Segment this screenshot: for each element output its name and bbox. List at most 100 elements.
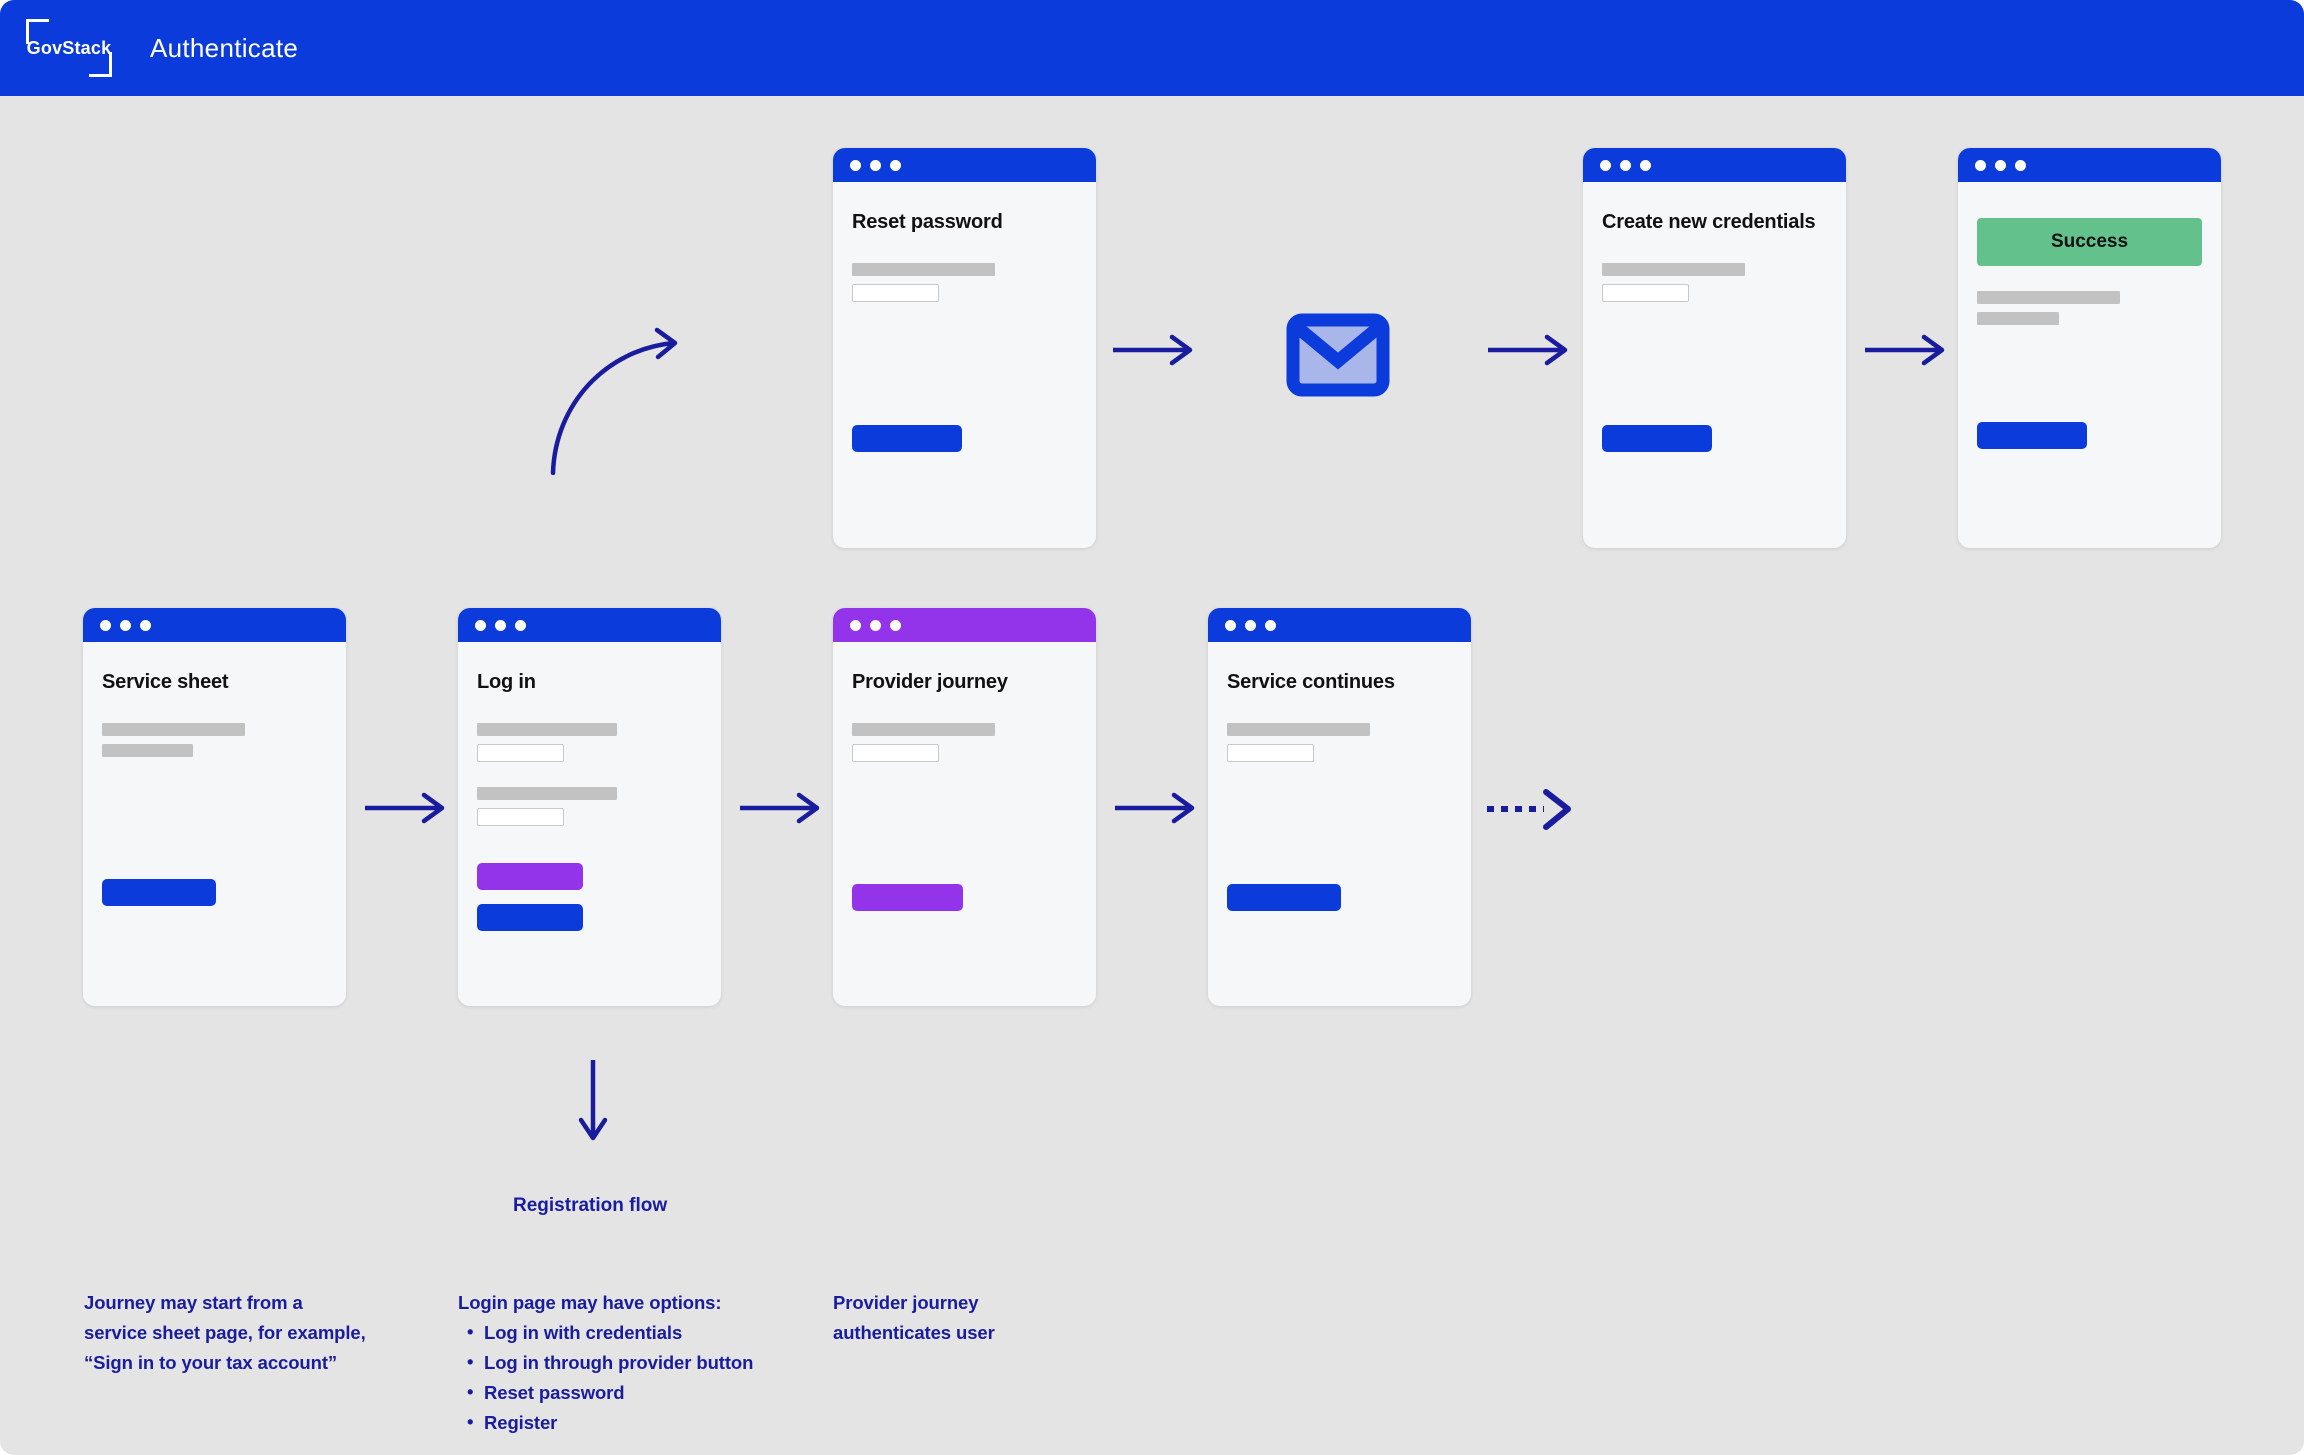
card-body: Log in (458, 642, 721, 931)
window-dot-icon (850, 619, 861, 631)
registration-flow-label: Registration flow (513, 1195, 668, 1216)
note-line: Provider journey (833, 1292, 979, 1313)
window-dot-icon (870, 619, 881, 631)
window-dot-icon (1995, 159, 2006, 171)
page-title: Authenticate (150, 32, 299, 63)
card-title: Log in (477, 671, 536, 693)
envelope-icon (1286, 310, 1390, 405)
field-label-placeholder (852, 723, 995, 736)
window-dot-icon (1225, 619, 1236, 631)
field-label-placeholder (477, 787, 617, 800)
govstack-logo: GovStack (26, 19, 112, 77)
window-dot-icon (475, 619, 486, 631)
window-dot-icon (1975, 159, 1986, 171)
arrow-service-sheet-to-login (362, 788, 450, 833)
note-line: Journey may start from a (84, 1292, 303, 1313)
arrow-login-to-provider-journey (737, 788, 825, 833)
window-dot-icon (2015, 159, 2026, 171)
text-line-placeholder (102, 744, 193, 757)
text-line-placeholder (1977, 312, 2059, 325)
text-input[interactable] (852, 744, 939, 762)
dashed-arrow-continue (1484, 786, 1580, 837)
primary-button[interactable] (1977, 422, 2087, 449)
primary-button[interactable] (852, 425, 962, 452)
card-titlebar (1958, 148, 2221, 182)
card-body: Create new credentials (1583, 182, 1846, 452)
note-journey-start: Journey may start from a service sheet p… (84, 1288, 414, 1378)
card-create-new-credentials[interactable]: Create new credentials (1583, 148, 1846, 548)
card-title: Reset password (852, 211, 1003, 233)
card-provider-journey[interactable]: Provider journey (833, 608, 1096, 1006)
note-line: “Sign in to your tax account” (84, 1351, 338, 1373)
card-title: Provider journey (852, 671, 1008, 693)
window-dot-icon (515, 619, 526, 631)
card-reset-password[interactable]: Reset password (833, 148, 1096, 548)
note-line: service sheet page, for example, (84, 1321, 366, 1343)
card-body: Provider journey (833, 642, 1096, 911)
text-input[interactable] (1227, 744, 1314, 762)
card-titlebar (83, 608, 346, 642)
window-dot-icon (1245, 619, 1256, 631)
primary-button[interactable] (1227, 884, 1341, 911)
username-input[interactable] (477, 744, 564, 762)
window-dot-icon (120, 619, 131, 631)
status-banner-success: Success (1977, 218, 2202, 266)
text-input[interactable] (852, 284, 939, 302)
field-label-placeholder (1227, 723, 1370, 736)
list-item: Log in through provider button (467, 1347, 838, 1378)
provider-login-button[interactable] (477, 863, 583, 890)
note-login-options: Login page may have options: Log in with… (458, 1288, 838, 1438)
field-label-placeholder (1602, 263, 1745, 276)
field-label-placeholder (477, 723, 617, 736)
card-success[interactable]: Success (1958, 148, 2221, 548)
logo-corner-bottom-right-icon (89, 52, 112, 77)
note-line: authenticates user (833, 1321, 995, 1343)
list-item: Log in with credentials (467, 1317, 838, 1348)
credentials-login-button[interactable] (477, 904, 583, 931)
card-title: Create new credentials (1602, 211, 1816, 233)
card-title: Service continues (1227, 671, 1395, 693)
primary-button[interactable] (852, 884, 963, 911)
password-input[interactable] (477, 808, 564, 826)
primary-button[interactable] (102, 879, 216, 906)
window-dot-icon (140, 619, 151, 631)
window-dot-icon (1265, 619, 1276, 631)
window-dot-icon (495, 619, 506, 631)
window-dot-icon (100, 619, 111, 631)
window-dot-icon (890, 619, 901, 631)
window-dot-icon (870, 159, 881, 171)
card-body: Reset password (833, 182, 1096, 452)
note-heading: Login page may have options: (458, 1292, 722, 1313)
arrow-down-registration-flow (572, 1058, 614, 1149)
curved-arrow-to-reset-password (545, 325, 705, 480)
arrow-reset-to-email (1110, 330, 1198, 375)
status-badge-label: Success (2050, 231, 2129, 252)
card-body: Success (1958, 182, 2221, 449)
card-titlebar (1583, 148, 1846, 182)
note-option-list: Log in with credentials Log in through p… (458, 1317, 838, 1438)
card-service-sheet[interactable]: Service sheet (83, 608, 346, 1006)
text-line-placeholder (1977, 291, 2120, 304)
app-header-bar: GovStack Authenticate (0, 0, 2304, 96)
card-titlebar (833, 148, 1096, 182)
card-log-in[interactable]: Log in (458, 608, 721, 1006)
card-titlebar (1208, 608, 1471, 642)
text-input[interactable] (1602, 284, 1689, 302)
card-titlebar (833, 608, 1096, 642)
card-titlebar (458, 608, 721, 642)
window-dot-icon (1600, 159, 1611, 171)
window-dot-icon (850, 159, 861, 171)
card-service-continues[interactable]: Service continues (1208, 608, 1471, 1006)
window-dot-icon (1620, 159, 1631, 171)
logo-text: GovStack (26, 37, 112, 58)
window-dot-icon (890, 159, 901, 171)
list-item: Register (467, 1407, 838, 1438)
arrow-create-credentials-to-success (1862, 330, 1950, 375)
primary-button[interactable] (1602, 425, 1712, 452)
card-title: Service sheet (102, 671, 229, 693)
card-body: Service sheet (83, 642, 346, 906)
note-provider-journey: Provider journey authenticates user (833, 1288, 1113, 1348)
arrow-provider-journey-to-service-continues (1112, 788, 1200, 833)
window-dot-icon (1640, 159, 1651, 171)
